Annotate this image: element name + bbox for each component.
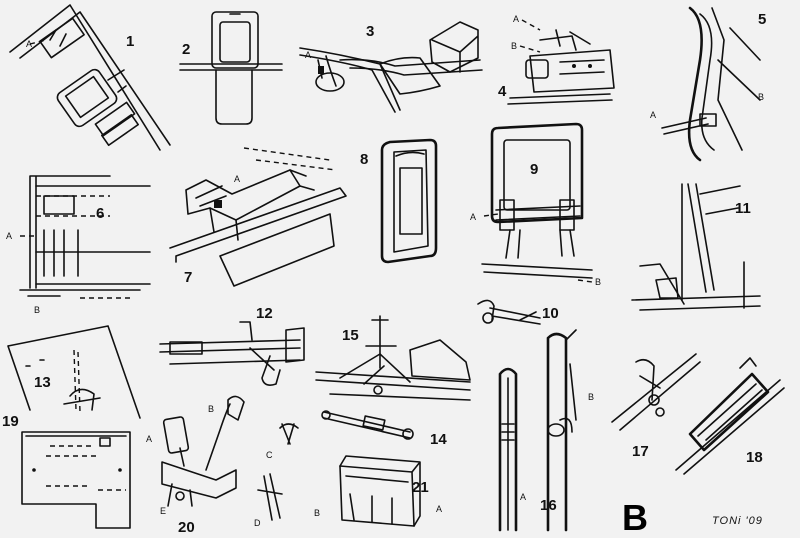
part-7-label-a: A bbox=[234, 174, 240, 184]
part-7-drawing bbox=[169, 147, 347, 287]
part-20-label-d: D bbox=[254, 518, 261, 528]
sheet-letter: B bbox=[622, 497, 648, 538]
part-5-label-a: A bbox=[650, 110, 656, 120]
part-16-label-b: B bbox=[588, 392, 594, 402]
part-19-number: 19 bbox=[2, 413, 19, 430]
part-16-number: 16 bbox=[540, 497, 557, 514]
part-12-number: 12 bbox=[256, 305, 273, 322]
part-5-drawing bbox=[661, 6, 761, 162]
part-14-drawing bbox=[321, 410, 414, 440]
part-1-label-a: A bbox=[26, 39, 32, 49]
part-11-number: 11 bbox=[735, 200, 751, 217]
part-4-label-a: A bbox=[513, 14, 519, 24]
part-6-label-b: B bbox=[34, 305, 40, 315]
part-16-label-a: A bbox=[520, 492, 526, 502]
part-4-drawing bbox=[507, 19, 615, 105]
part-6-drawing bbox=[19, 175, 151, 299]
part-20-number: 20 bbox=[178, 519, 195, 536]
part-7-number: 7 bbox=[184, 269, 192, 286]
part-10-drawing bbox=[477, 299, 541, 325]
part-18-number: 18 bbox=[746, 449, 763, 466]
part-6-number: 6 bbox=[96, 205, 104, 222]
part-21-label-a: A bbox=[436, 504, 442, 514]
part-18-drawing bbox=[675, 357, 785, 475]
part-15-number: 15 bbox=[342, 327, 359, 344]
part-20-label-e: E bbox=[160, 506, 166, 516]
part-17-drawing bbox=[611, 353, 701, 431]
part-20-label-a: A bbox=[146, 434, 152, 444]
part-8-drawing bbox=[380, 138, 438, 264]
part-16-drawing bbox=[498, 329, 577, 532]
part-5-number: 5 bbox=[758, 11, 766, 28]
part-20-drawing bbox=[161, 395, 299, 521]
part-15-drawing bbox=[315, 315, 471, 401]
part-17-number: 17 bbox=[632, 443, 649, 460]
part-9-label-a: A bbox=[470, 212, 476, 222]
part-1-number: 1 bbox=[126, 33, 134, 50]
part-9-drawing bbox=[481, 122, 593, 283]
part-21-drawing bbox=[339, 455, 421, 527]
artist-signature: TONi '09 bbox=[712, 515, 763, 527]
part-4-label-b: B bbox=[511, 41, 517, 51]
part-3-number: 3 bbox=[366, 23, 374, 40]
part-21-label-b: B bbox=[314, 508, 320, 518]
part-1-drawing bbox=[9, 4, 171, 151]
part-10-number: 10 bbox=[542, 305, 559, 322]
part-8-number: 8 bbox=[360, 151, 368, 168]
part-12-drawing bbox=[159, 321, 305, 386]
part-9-number: 9 bbox=[530, 161, 538, 178]
part-19-drawing bbox=[21, 431, 131, 529]
part-14-number: 14 bbox=[430, 431, 447, 448]
part-21-number: 21 bbox=[412, 479, 429, 496]
part-5-label-b: B bbox=[758, 92, 764, 102]
part-20-label-b: B bbox=[208, 404, 214, 414]
part-11-drawing bbox=[631, 183, 761, 311]
part-2-drawing bbox=[179, 11, 283, 125]
part-13-number: 13 bbox=[34, 374, 51, 391]
part-2-number: 2 bbox=[182, 41, 190, 58]
part-3-label-a: A bbox=[305, 50, 311, 60]
part-9-label-b: B bbox=[595, 277, 601, 287]
part-6-label-a: A bbox=[6, 231, 12, 241]
part-13-drawing bbox=[7, 325, 141, 419]
part-3-drawing bbox=[299, 21, 483, 113]
part-20-label-c: C bbox=[266, 450, 273, 460]
part-4-number: 4 bbox=[498, 83, 507, 100]
